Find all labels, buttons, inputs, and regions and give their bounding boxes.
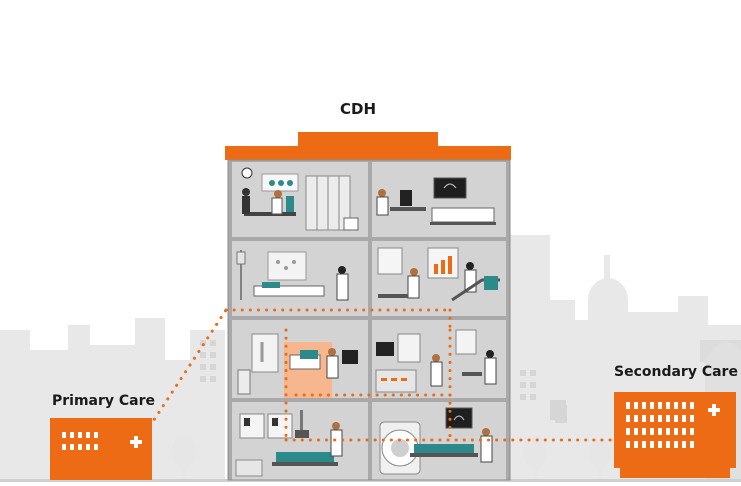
cdh-label: CDH — [340, 100, 377, 118]
consultation-room — [241, 167, 359, 231]
examination-room — [232, 320, 368, 398]
monitoring-room — [375, 329, 497, 393]
patient-pathway — [148, 308, 614, 442]
mri-scanner-icon — [379, 407, 493, 475]
monitor-icon — [400, 190, 412, 206]
secondary-care-building — [614, 392, 736, 478]
bed-icon — [253, 285, 325, 297]
scan-room — [235, 410, 343, 477]
skyline-windows — [200, 340, 567, 423]
lab-room — [377, 247, 500, 302]
cross-icon — [130, 436, 142, 448]
imaging-review-room — [376, 177, 496, 225]
cross-icon — [708, 404, 720, 416]
ward-room — [236, 250, 349, 301]
primary-care-building — [50, 418, 152, 480]
tree-icon — [172, 435, 611, 479]
primary-care-label: Primary Care — [52, 393, 156, 409]
secondary-care-label: Secondary Care — [614, 364, 738, 380]
